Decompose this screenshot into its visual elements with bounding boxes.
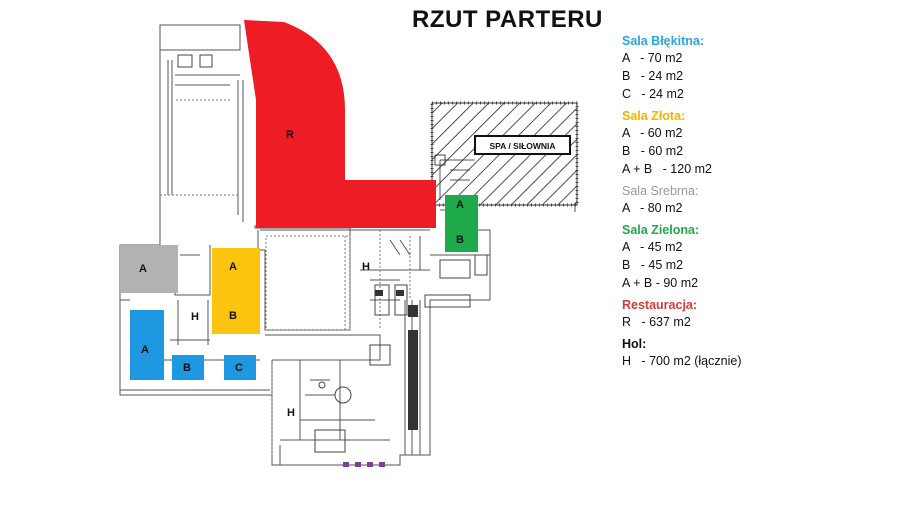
silver-room-a-label: A: [139, 263, 147, 275]
legend-item: A + B - 90 m2: [622, 276, 699, 290]
blue-room-c-label: C: [235, 362, 243, 374]
blue-room-b: [172, 355, 204, 380]
legend-item: R - 637 m2: [622, 315, 691, 329]
blue-room-b-label: B: [183, 362, 191, 374]
dark-fixtures: [375, 290, 418, 430]
restaurant-area: [244, 20, 436, 228]
hall-label-3: H: [287, 407, 295, 419]
legend-item: A - 45 m2: [622, 240, 683, 254]
silver-room-a: [120, 245, 178, 293]
legend-green: Sala Zielona: A - 45 m2 B - 45 m2 A + B …: [622, 223, 892, 290]
legend-hall-title: Hol:: [622, 337, 647, 351]
page-title: RZUT PARTERU: [412, 6, 603, 33]
legend-item: B - 45 m2: [622, 258, 684, 272]
legend-restaurant-title: Restauracja:: [622, 298, 698, 312]
spa-label: SPA / SIŁOWNIA: [489, 141, 555, 151]
floor-plan: SPA / SIŁOWNIA R A A B A B C A B H H H: [119, 20, 579, 467]
legend-item: A - 70 m2: [622, 51, 683, 65]
gold-room-b-label: B: [229, 310, 237, 322]
legend-blue: Sala Błękitna: A - 70 m2 B - 24 m2 C - 2…: [622, 34, 892, 101]
blue-room-a: [130, 310, 164, 380]
fixtures: [177, 54, 488, 453]
legend-item: B - 60 m2: [622, 144, 684, 158]
hall-label-1: H: [362, 261, 370, 273]
legend-item: A - 80 m2: [622, 201, 683, 215]
purple-markers: [343, 462, 385, 467]
green-room: [445, 195, 478, 252]
legend: Sala Błękitna: A - 70 m2 B - 24 m2 C - 2…: [622, 34, 892, 376]
spa-label-box: [474, 135, 571, 155]
blue-room-a-label: A: [141, 344, 149, 356]
legend-gold-title: Sala Złota:: [622, 109, 686, 123]
spa-border: [430, 101, 579, 207]
legend-item: H - 700 m2 (łącznie): [622, 354, 742, 368]
legend-item: C - 24 m2: [622, 87, 684, 101]
legend-item: A + B - 120 m2: [622, 162, 712, 176]
legend-restaurant: Restauracja: R - 637 m2: [622, 298, 892, 329]
hall-label-2: H: [191, 311, 199, 323]
legend-item: B - 24 m2: [622, 69, 684, 83]
gold-room-a-label: A: [229, 261, 237, 273]
legend-hall: Hol: H - 700 m2 (łącznie): [622, 337, 892, 368]
legend-item: A - 60 m2: [622, 126, 683, 140]
legend-silver: Sala Srebrna: A - 80 m2: [622, 184, 892, 215]
green-room-b-label: B: [456, 234, 464, 246]
legend-gold: Sala Złota: A - 60 m2 B - 60 m2 A + B - …: [622, 109, 892, 176]
legend-blue-title: Sala Błękitna:: [622, 34, 704, 48]
blue-room-c: [224, 355, 256, 380]
legend-silver-title: Sala Srebrna:: [622, 184, 699, 198]
legend-green-title: Sala Zielona:: [622, 223, 700, 237]
gold-room: [212, 248, 260, 334]
restaurant-label: R: [286, 129, 294, 141]
building-outline: [119, 24, 576, 466]
wall-details: [160, 99, 411, 460]
green-room-a-label: A: [456, 199, 464, 211]
